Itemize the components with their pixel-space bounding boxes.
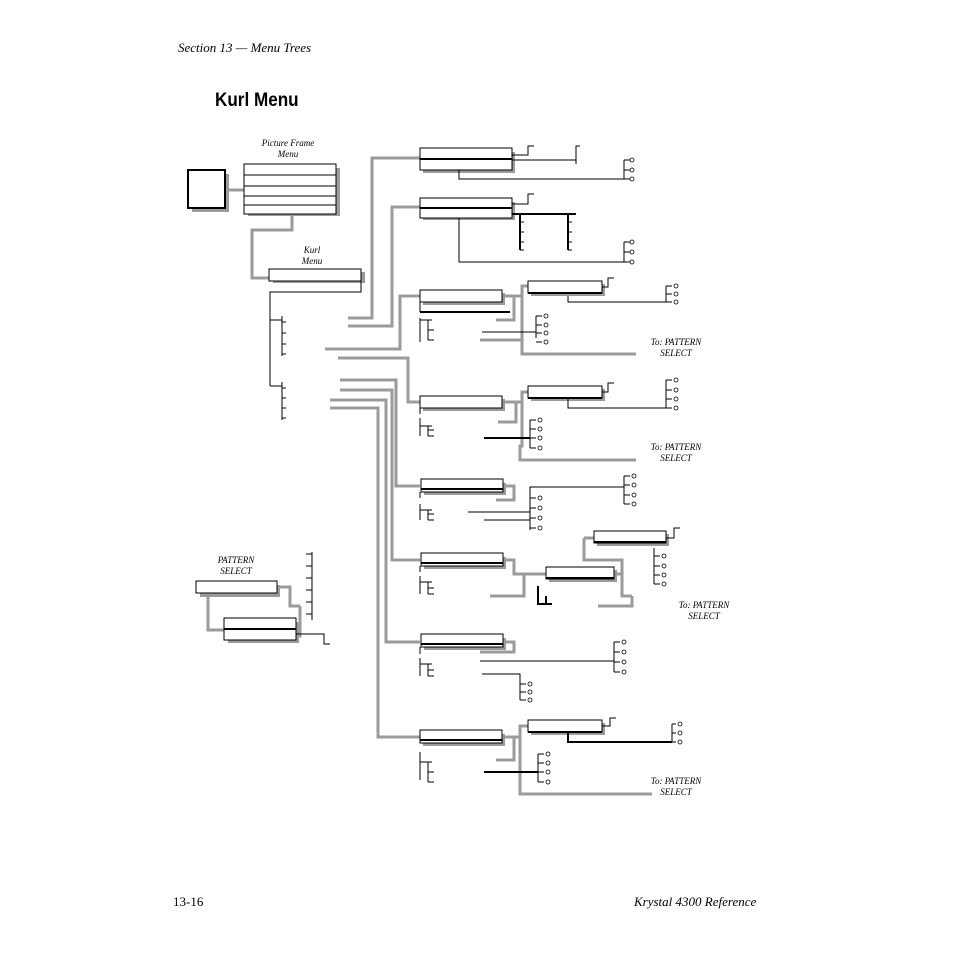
section-header: Section 13 — Menu Trees	[178, 40, 312, 55]
submenu-3	[419, 277, 679, 345]
submenu-7	[419, 633, 627, 703]
submenu-8	[419, 717, 683, 785]
submenu-5	[419, 473, 637, 531]
picture-frame-menu-label: Picture Frame Menu	[261, 138, 315, 159]
page-number: 13-16	[173, 894, 204, 909]
to-pattern-select-label-3: To: PATTERN SELECT	[678, 600, 730, 621]
submenu-4	[419, 377, 679, 451]
to-pattern-select-label-1: To: PATTERN SELECT	[650, 337, 702, 358]
main-menu-box	[187, 169, 229, 212]
kurl-menu-box	[268, 268, 365, 420]
submenu-2	[419, 193, 635, 265]
kurl-menu-label: Kurl Menu	[301, 245, 323, 266]
submenu-1	[419, 145, 635, 182]
to-pattern-select-label-4: To: PATTERN SELECT	[650, 776, 702, 797]
submenu-6	[419, 527, 680, 605]
connector-lines	[196, 156, 652, 796]
to-pattern-select-label-2: To: PATTERN SELECT	[650, 442, 702, 463]
pattern-select-tree	[195, 552, 330, 645]
document-title: Krystal 4300 Reference	[634, 894, 757, 909]
pattern-select-label: PATTERN SELECT	[217, 555, 255, 576]
picture-frame-menu-box	[243, 163, 340, 216]
page-title: Kurl Menu	[215, 90, 299, 111]
